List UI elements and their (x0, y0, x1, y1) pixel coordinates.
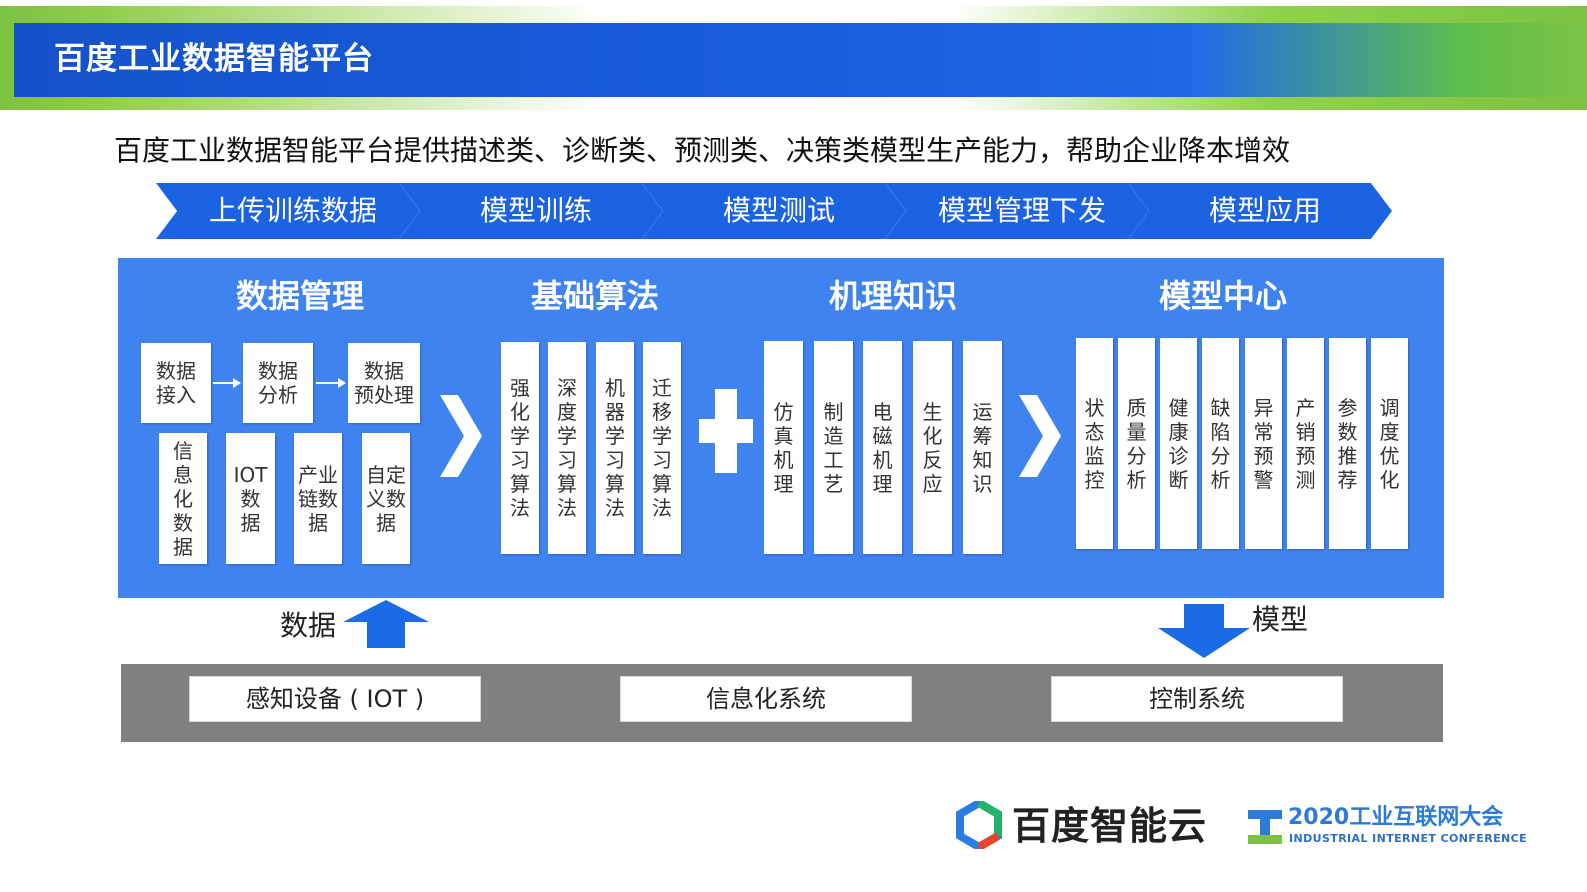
conference-logo-icon (1248, 810, 1282, 844)
chevron-right-icon (1019, 395, 1061, 477)
section-title-model-center: 模型中心 (1158, 277, 1287, 315)
box-text: 运筹知识 (972, 399, 993, 496)
box-line: 据 (376, 510, 396, 535)
conference-logo-title: 2020工业互联网大会 (1288, 805, 1504, 830)
model-box: 调度优化 (1371, 338, 1408, 549)
section-title-data-management: 数据管理 (235, 277, 364, 315)
conference-logo-subtitle: INDUSTRIAL INTERNET CONFERENCE (1289, 832, 1527, 845)
arrow-down-icon (1158, 604, 1250, 658)
model-box: 缺陷分析 (1202, 338, 1239, 549)
model-flow-label: 模型 (1252, 603, 1309, 636)
box-line: IOT (233, 462, 268, 487)
chevron-right-icon (440, 395, 482, 477)
box-text: 生化反应 (922, 399, 943, 496)
model-box: 产销预测 (1287, 338, 1324, 549)
system-iot-devices: 感知设备 ( IOT ) (189, 676, 481, 722)
baidu-cloud-logo-icon (956, 801, 1002, 849)
box-text: 健康诊断 (1168, 395, 1189, 492)
process-step-train: 模型训练 (399, 183, 663, 239)
process-step-upload: 上传训练数据 (156, 183, 420, 239)
process-step-label: 上传训练数据 (208, 194, 377, 227)
algorithm-box: 深度学习算法 (548, 342, 586, 554)
box-line: 分析 (258, 383, 298, 407)
mechanism-box: 制造工艺 (814, 341, 853, 554)
box-text: 质量分析 (1126, 395, 1147, 492)
header-blue-band (14, 23, 1587, 97)
page-subtitle: 百度工业数据智能平台提供描述类、诊断类、预测类、决策类模型生产能力，帮助企业降本… (114, 134, 1291, 167)
box-text: 产销预测 (1295, 395, 1316, 492)
page-title: 百度工业数据智能平台 (54, 41, 374, 77)
system-information: 信息化系统 (620, 676, 912, 722)
section-title-mechanism: 机理知识 (828, 277, 957, 315)
box-text: 电磁机理 (872, 399, 893, 496)
process-step-label: 模型管理下发 (937, 194, 1106, 227)
box-text: 状态监控 (1084, 395, 1105, 492)
algorithm-box: 机器学习算法 (596, 342, 634, 554)
box-line: 产业 (298, 462, 338, 487)
process-step-label: 模型测试 (722, 194, 835, 227)
box-text: 强化学习算法 (510, 376, 530, 520)
plus-icon (699, 389, 753, 473)
box-line: 链数 (298, 486, 338, 511)
box-line: 数据 (156, 359, 196, 383)
box-text: 制造工艺 (823, 399, 844, 496)
source-info-data: 信息化数据 (159, 433, 207, 564)
model-box: 健康诊断 (1160, 338, 1197, 549)
process-step-manage: 模型管理下发 (885, 183, 1149, 239)
box-line: 接入 (156, 383, 196, 407)
arrow-up-icon (343, 600, 429, 648)
model-box: 状态监控 (1076, 338, 1113, 549)
model-box: 异常预警 (1245, 338, 1282, 549)
box-line: 自定 (366, 462, 406, 487)
pipeline-arrow-icon (316, 378, 346, 388)
model-box: 参数推荐 (1329, 338, 1366, 549)
mechanism-box: 运筹知识 (963, 341, 1002, 554)
pipeline-arrow-icon (213, 378, 241, 388)
box-text: 缺陷分析 (1210, 395, 1231, 492)
source-industry-chain-data: 产业链数据 (294, 433, 342, 564)
algorithm-box: 强化学习算法 (501, 342, 539, 554)
box-text: 机器学习算法 (605, 376, 625, 520)
mechanism-box: 仿真机理 (764, 341, 803, 554)
source-custom-data: 自定义数据 (362, 433, 410, 564)
box-line: 数据 (364, 359, 404, 383)
mechanism-box: 电磁机理 (863, 341, 902, 554)
pipeline-data-analysis: 数据分析 (243, 343, 313, 423)
algorithm-box: 迁移学习算法 (643, 342, 681, 554)
box-text: 信息化数据 (173, 438, 193, 559)
box-line: 数 (240, 486, 261, 511)
box-line: 据 (308, 510, 328, 535)
box-text: 迁移学习算法 (652, 376, 672, 520)
process-step-label: 模型应用 (1208, 194, 1321, 227)
process-flow: 上传训练数据 模型训练 模型测试 模型管理下发 模型应用 (156, 183, 1396, 239)
mechanism-box: 生化反应 (913, 341, 952, 554)
box-text: 异常预警 (1253, 395, 1274, 492)
section-title-algorithms: 基础算法 (530, 277, 659, 315)
box-text: 参数推荐 (1337, 395, 1358, 492)
model-box: 质量分析 (1118, 338, 1155, 549)
system-control: 控制系统 (1051, 676, 1343, 722)
process-step-apply: 模型应用 (1128, 183, 1392, 239)
box-text: 深度学习算法 (557, 376, 577, 520)
process-step-label: 模型训练 (479, 194, 592, 227)
box-text: 仿真机理 (773, 399, 794, 496)
data-flow-label: 数据 (280, 609, 337, 642)
box-text: 调度优化 (1379, 395, 1400, 492)
box-line: 预处理 (354, 383, 414, 407)
baidu-cloud-logo-text: 百度智能云 (1012, 804, 1208, 848)
pipeline-data-preprocess: 数据预处理 (348, 343, 420, 423)
process-step-test: 模型测试 (642, 183, 906, 239)
box-line: 义数 (366, 486, 406, 511)
pipeline-data-ingest: 数据接入 (141, 343, 211, 423)
box-line: 数据 (258, 359, 298, 383)
box-line: 据 (240, 510, 261, 535)
